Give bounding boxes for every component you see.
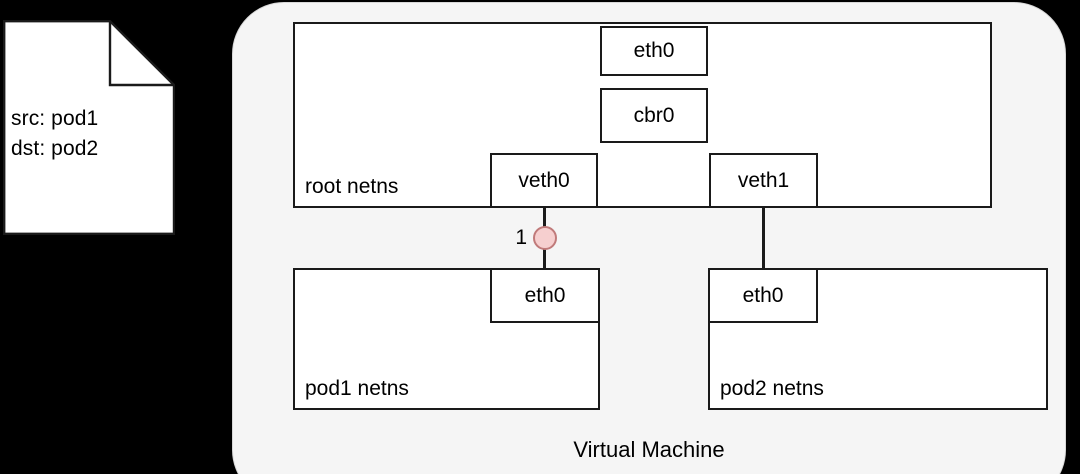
step-1-marker-node[interactable] — [533, 226, 557, 250]
host-eth0-label: eth0 — [633, 39, 675, 62]
veth0-box[interactable]: veth0 — [490, 153, 598, 208]
pod1-netns-label: pod1 netns — [305, 377, 409, 400]
root-netns-label: root netns — [305, 175, 399, 198]
packet-note: src: pod1 dst: pod2 — [3, 20, 175, 235]
pod2-netns-label: pod2 netns — [720, 377, 824, 400]
connector-veth1-to-pod2-eth0 — [762, 206, 765, 270]
packet-note-shape — [3, 20, 175, 235]
cbr0-bridge-box[interactable]: cbr0 — [600, 88, 708, 143]
pod1-eth0-label: eth0 — [524, 283, 566, 307]
cbr0-bridge-label: cbr0 — [633, 103, 675, 127]
veth1-label: veth1 — [737, 168, 790, 192]
pod1-eth0-box[interactable]: eth0 — [490, 268, 600, 323]
packet-note-text: src: pod1 dst: pod2 — [11, 107, 99, 160]
step-1-label: 1 — [515, 226, 527, 249]
veth1-box[interactable]: veth1 — [709, 153, 818, 208]
pod2-eth0-label: eth0 — [742, 283, 784, 307]
virtual-machine-label: Virtual Machine — [573, 437, 725, 462]
host-eth0-box[interactable]: eth0 — [600, 26, 708, 76]
pod2-eth0-box[interactable]: eth0 — [708, 268, 818, 323]
veth0-label: veth0 — [518, 168, 570, 192]
